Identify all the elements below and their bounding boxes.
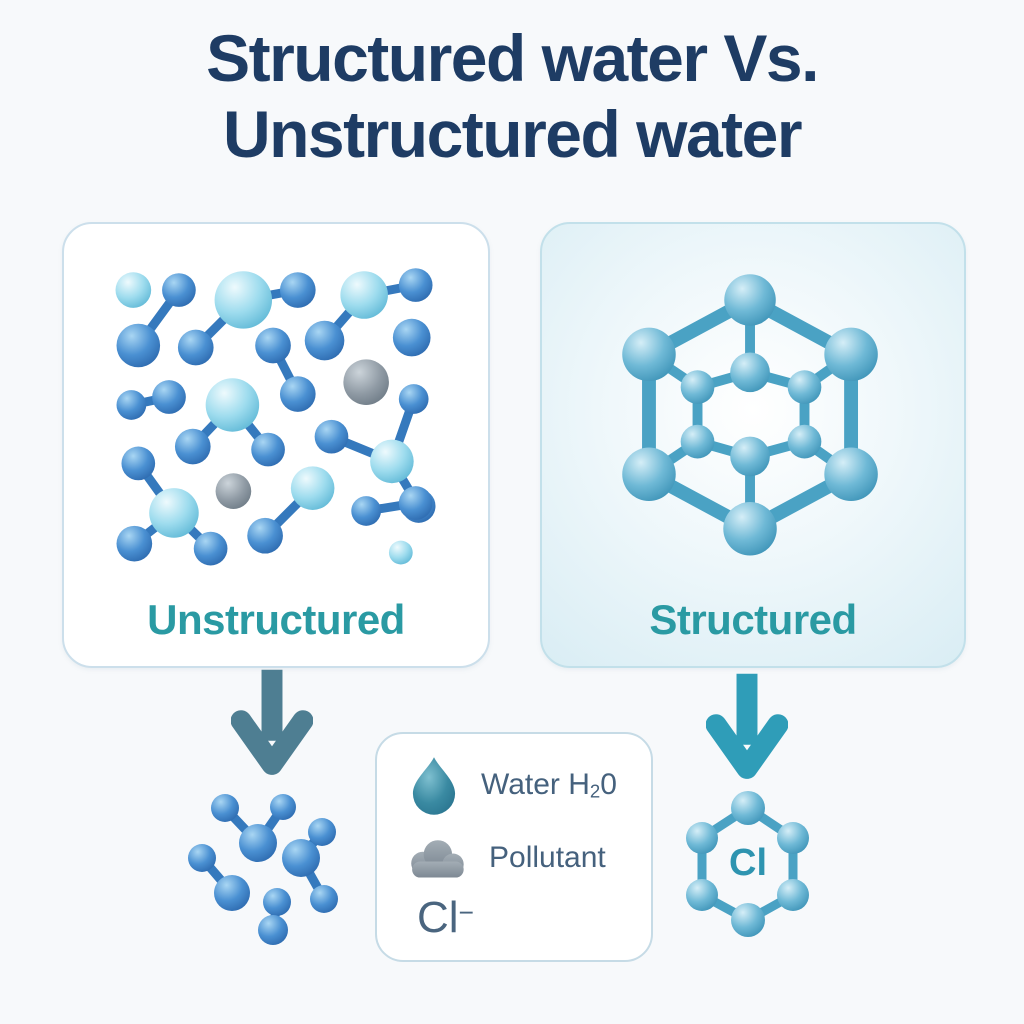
down-arrow-left-icon (231, 669, 313, 775)
legend-row-chloride: Cl− (417, 892, 474, 944)
title-line-2: Unstructured water (222, 97, 803, 171)
unstructured-result-molecules (175, 778, 365, 968)
unstructured-molecules-illustration (64, 224, 488, 576)
legend-water-label: Water H20 (481, 767, 617, 802)
down-arrow-right-icon (706, 673, 788, 779)
panel-unstructured: Unstructured (62, 222, 490, 668)
structured-result-hexagon (655, 775, 841, 945)
legend-chloride-label: Cl− (417, 893, 474, 942)
panel-structured: Structured (540, 222, 966, 668)
legend-row-water: Water H20 (411, 754, 617, 816)
legend-row-pollutant: Pollutant (405, 834, 606, 882)
legend-box: Water H20 Pollutant Cl− (375, 732, 653, 962)
panel-label-structured: Structured (649, 596, 857, 643)
structured-lattice-illustration (542, 224, 964, 576)
page-title: Structured water Vs. Unstructured water (0, 20, 1024, 172)
title-line-1: Structured water Vs. (206, 21, 819, 95)
legend-pollutant-label: Pollutant (489, 841, 606, 874)
pollutant-cloud-icon (411, 840, 464, 878)
water-drop-icon (412, 757, 456, 815)
panel-label-unstructured: Unstructured (147, 596, 405, 643)
